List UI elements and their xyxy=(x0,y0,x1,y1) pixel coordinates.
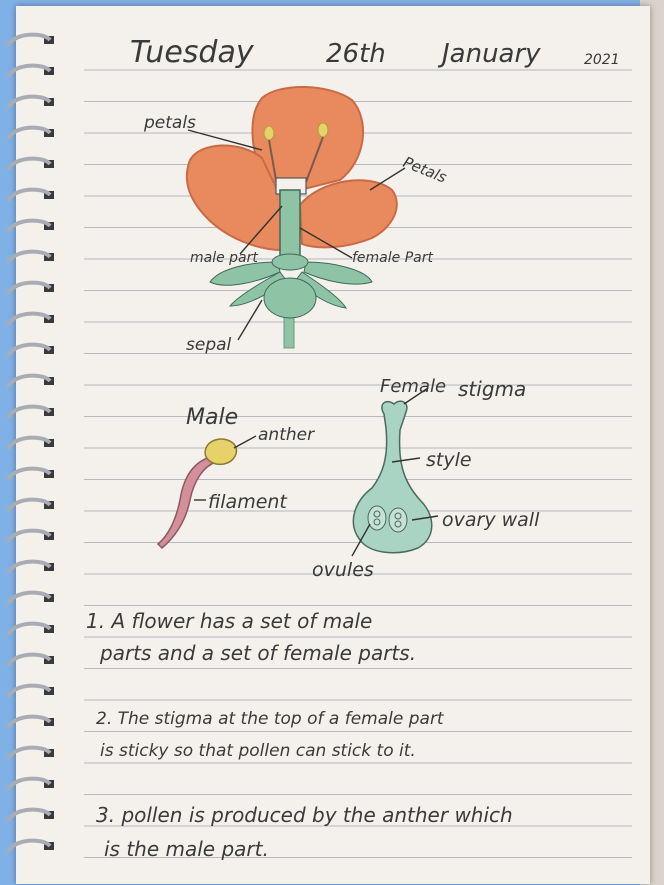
date-day: Tuesday xyxy=(130,35,255,70)
spiral-ring xyxy=(8,717,50,728)
label-male-part: male part xyxy=(190,250,258,266)
flower-diagram xyxy=(187,87,405,348)
label-petals-right: Petals xyxy=(401,153,450,187)
spiral-ring xyxy=(8,190,50,201)
label-male: Male xyxy=(186,405,238,430)
spiral-ring xyxy=(8,686,50,697)
spiral-ring xyxy=(8,128,50,139)
note-3-line-1: 3. pollen is produced by the anther whic… xyxy=(96,803,513,827)
spiral-ring xyxy=(8,35,50,46)
date-year: 2021 xyxy=(584,52,620,68)
spiral-ring xyxy=(8,810,50,821)
date-month: January xyxy=(437,39,541,69)
spiral-ring xyxy=(8,345,50,356)
spiral-ring xyxy=(8,655,50,666)
label-stigma: stigma xyxy=(458,377,526,401)
label-female-part: female Part xyxy=(352,250,433,266)
spiral-ring xyxy=(8,593,50,604)
note-1-line-1: 1. A flower has a set of male xyxy=(86,609,372,633)
label-female: Female xyxy=(380,376,446,397)
spiral-ring xyxy=(8,531,50,542)
spiral-ring xyxy=(8,97,50,108)
anther-left xyxy=(264,126,274,140)
female-part-diagram xyxy=(352,388,438,556)
spiral-ring xyxy=(8,469,50,480)
label-ovary-wall: ovary wall xyxy=(442,509,540,531)
spiral-ring xyxy=(8,748,50,759)
spiral-ring xyxy=(8,438,50,449)
spiral-ring xyxy=(8,562,50,573)
spiral-ring xyxy=(8,283,50,294)
flower-pistil xyxy=(280,190,300,260)
receptacle xyxy=(264,278,316,318)
note-3-line-2: is the male part. xyxy=(104,837,269,861)
note-2-line-2: is sticky so that pollen can stick to it… xyxy=(100,741,416,761)
spiral-ring xyxy=(8,624,50,635)
spiral-ring xyxy=(8,314,50,325)
spiral-ring xyxy=(8,779,50,790)
label-petals-left: petals xyxy=(143,113,196,133)
label-anther: anther xyxy=(258,425,315,445)
anther-right xyxy=(318,123,328,137)
spiral-ring xyxy=(8,407,50,418)
spiral-ring xyxy=(8,841,50,852)
spiral-ring xyxy=(8,221,50,232)
label-ovules: ovules xyxy=(312,559,374,581)
spiral-binding xyxy=(8,35,54,852)
spiral-ring xyxy=(8,376,50,387)
anther xyxy=(205,439,236,464)
spiral-ring xyxy=(8,500,50,511)
note-2-line-1: 2. The stigma at the top of a female par… xyxy=(96,709,445,729)
spiral-ring xyxy=(8,159,50,170)
spiral-ring xyxy=(8,66,50,77)
label-filament: filament xyxy=(208,491,288,513)
label-style: style xyxy=(426,449,472,471)
spiral-ring xyxy=(8,252,50,263)
date-date: 26th xyxy=(326,39,386,69)
note-1-line-2: parts and a set of female parts. xyxy=(99,641,416,665)
label-sepal: sepal xyxy=(186,335,232,355)
petal-right xyxy=(300,180,397,247)
